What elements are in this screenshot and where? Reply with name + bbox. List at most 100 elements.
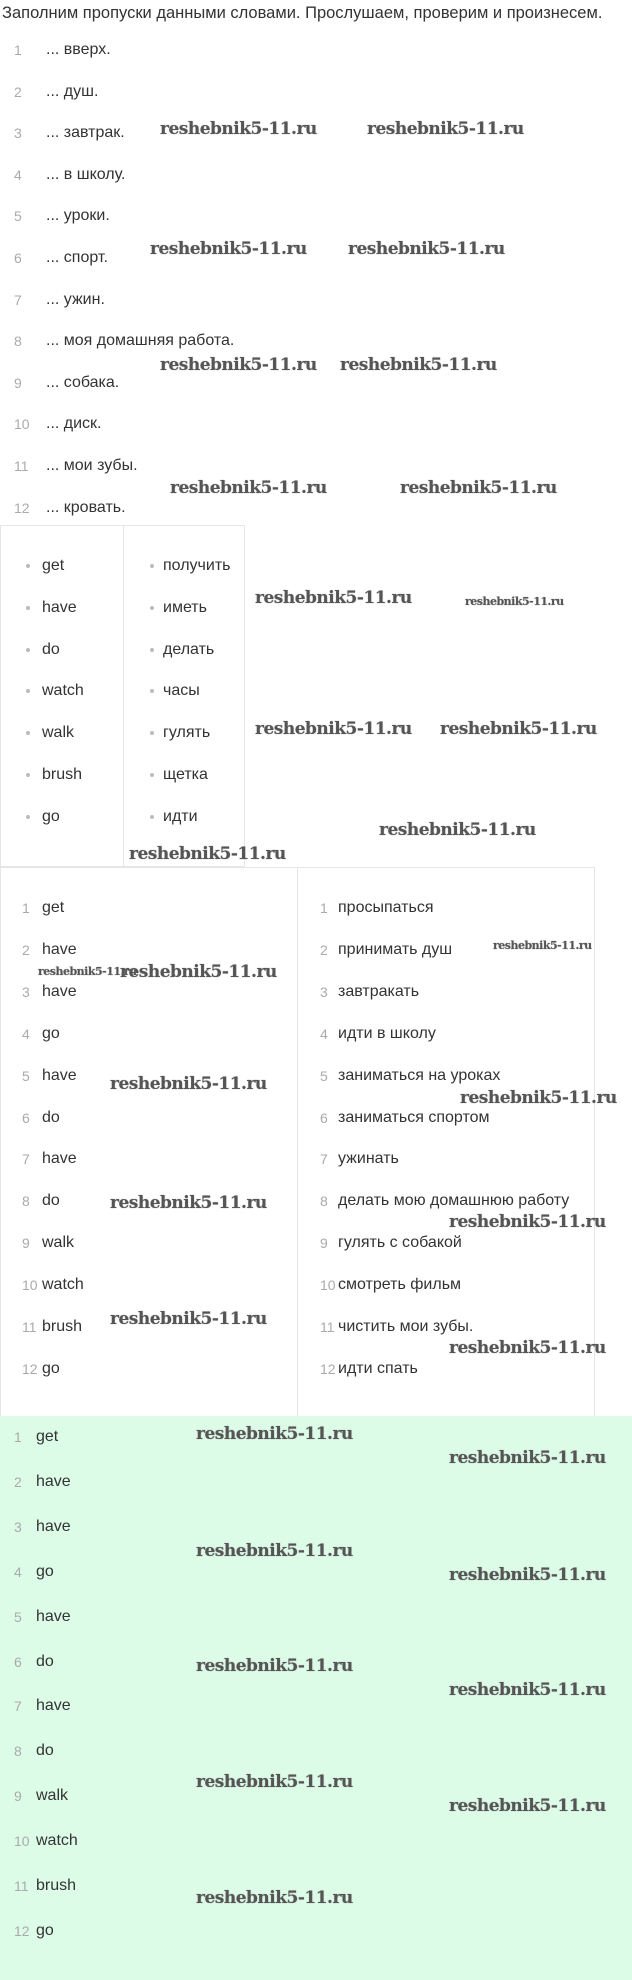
- word: go: [42, 808, 60, 825]
- row-number: 8: [320, 1193, 328, 1209]
- bullet-icon: [26, 815, 30, 819]
- watermark-text: reshebnik5-11.ru: [449, 1212, 606, 1232]
- word: do: [42, 641, 60, 658]
- exercise-item: 12... кровать.: [0, 496, 600, 520]
- phrase-verb: do: [42, 1109, 60, 1126]
- word-bank-item-english: walk: [0, 721, 122, 745]
- watermark-text: reshebnik5-11.ru: [129, 844, 286, 864]
- row-number: 1: [22, 900, 30, 916]
- phrase-meaning: просыпаться: [338, 899, 434, 916]
- watermark-text: reshebnik5-11.ru: [449, 1448, 606, 1468]
- item-number: 5: [14, 208, 22, 224]
- word: get: [42, 557, 65, 574]
- bullet-icon: [150, 731, 154, 735]
- bullet-icon: [26, 773, 30, 777]
- answer-number: 8: [14, 1743, 22, 1759]
- phrase-meaning: чистить мои зубы.: [338, 1318, 474, 1335]
- answer-word: walk: [36, 1787, 69, 1804]
- bullet-icon: [150, 564, 154, 568]
- watermark-text: reshebnik5-11.ru: [460, 1088, 617, 1108]
- watermark-text: reshebnik5-11.ru: [38, 965, 137, 978]
- watermark-text: reshebnik5-11.ru: [449, 1338, 606, 1358]
- item-number: 3: [14, 125, 22, 141]
- bullet-icon: [26, 648, 30, 652]
- answer-block: [0, 1416, 632, 1980]
- phrase-verb: go: [42, 1025, 60, 1042]
- watermark-text: reshebnik5-11.ru: [196, 1772, 353, 1792]
- watermark-text: reshebnik5-11.ru: [160, 355, 317, 375]
- row-number: 2: [22, 942, 30, 958]
- watermark-text: reshebnik5-11.ru: [340, 355, 497, 375]
- answer-word: have: [36, 1697, 71, 1714]
- answer-number: 10: [14, 1833, 30, 1849]
- watermark-text: reshebnik5-11.ru: [449, 1565, 606, 1585]
- phrase-meaning: смотреть фильм: [338, 1276, 462, 1293]
- answer-number: 3: [14, 1519, 22, 1535]
- row-number: 8: [22, 1193, 30, 1209]
- watermark-text: reshebnik5-11.ru: [379, 820, 536, 840]
- phrase-row-english: 2 have: [0, 938, 296, 962]
- word-bank-item-russian: гулять: [124, 721, 244, 745]
- phrase-verb: do: [42, 1192, 60, 1209]
- bullet-icon: [26, 564, 30, 568]
- watermark-text: reshebnik5-11.ru: [440, 719, 597, 739]
- item-number: 11: [14, 458, 29, 474]
- bullet-icon: [26, 731, 30, 735]
- answer-number: 5: [14, 1609, 22, 1625]
- word-bank-item-english: watch: [0, 679, 122, 703]
- watermark-text: reshebnik5-11.ru: [150, 239, 307, 259]
- phrase-row-english: 8 do: [0, 1189, 296, 1213]
- exercise-item: 7 ... ужин.: [0, 288, 600, 312]
- phrase-verb: have: [42, 941, 77, 958]
- item-number: 4: [14, 167, 22, 183]
- bullet-icon: [150, 689, 154, 693]
- bullet-icon: [150, 648, 154, 652]
- phrase-meaning: идти в школу: [338, 1025, 436, 1042]
- exercise-item: 11... мои зубы.: [0, 454, 600, 478]
- item-number: 7: [14, 292, 22, 308]
- exercise-item: 6... спорт.: [0, 246, 600, 270]
- watermark-text: reshebnik5-11.ru: [120, 962, 277, 982]
- answer-word: have: [36, 1518, 71, 1535]
- item-text: ... ужин.: [46, 291, 105, 308]
- watermark-text: reshebnik5-11.ru: [110, 1309, 267, 1329]
- watermark-text: reshebnik5-11.ru: [449, 1680, 606, 1700]
- watermark-text: reshebnik5-11.ru: [449, 1796, 606, 1816]
- word-bank-item-russian: щетка: [124, 763, 244, 787]
- item-text: ... собака.: [46, 374, 120, 391]
- word: иметь: [163, 599, 207, 616]
- phrase-meaning: завтракать: [338, 983, 420, 1000]
- word: walk: [42, 724, 75, 741]
- item-text: ... уроки.: [46, 207, 110, 224]
- exercise-item: 1... вверх.: [0, 38, 600, 62]
- answer-number: 1: [14, 1429, 22, 1445]
- answer-word: do: [36, 1742, 54, 1759]
- phrase-meaning: заниматься на уроках: [338, 1067, 501, 1084]
- row-number: 12: [320, 1361, 336, 1377]
- item-number: 8: [14, 333, 22, 349]
- row-number: 3: [22, 984, 30, 1000]
- item-text: ... вверх.: [46, 41, 111, 58]
- word: идти: [163, 808, 198, 825]
- word-bank-item-russian: иметь: [124, 596, 244, 620]
- row-number: 9: [320, 1235, 328, 1251]
- exercise-item: 8... моя домашняя работа.: [0, 329, 600, 353]
- answer-word: have: [36, 1473, 71, 1490]
- watermark-text: reshebnik5-11.ru: [400, 478, 557, 498]
- exercise-item: 5 ... уроки.: [0, 204, 600, 228]
- answer-word: have: [36, 1608, 71, 1625]
- answer-word: go: [36, 1563, 54, 1580]
- answer-word: brush: [36, 1877, 77, 1894]
- watermark-text: reshebnik5-11.ru: [255, 719, 412, 739]
- word-bank-item-english: have: [0, 596, 122, 620]
- exercise-item: 2... душ.: [0, 80, 600, 104]
- watermark-text: reshebnik5-11.ru: [110, 1074, 267, 1094]
